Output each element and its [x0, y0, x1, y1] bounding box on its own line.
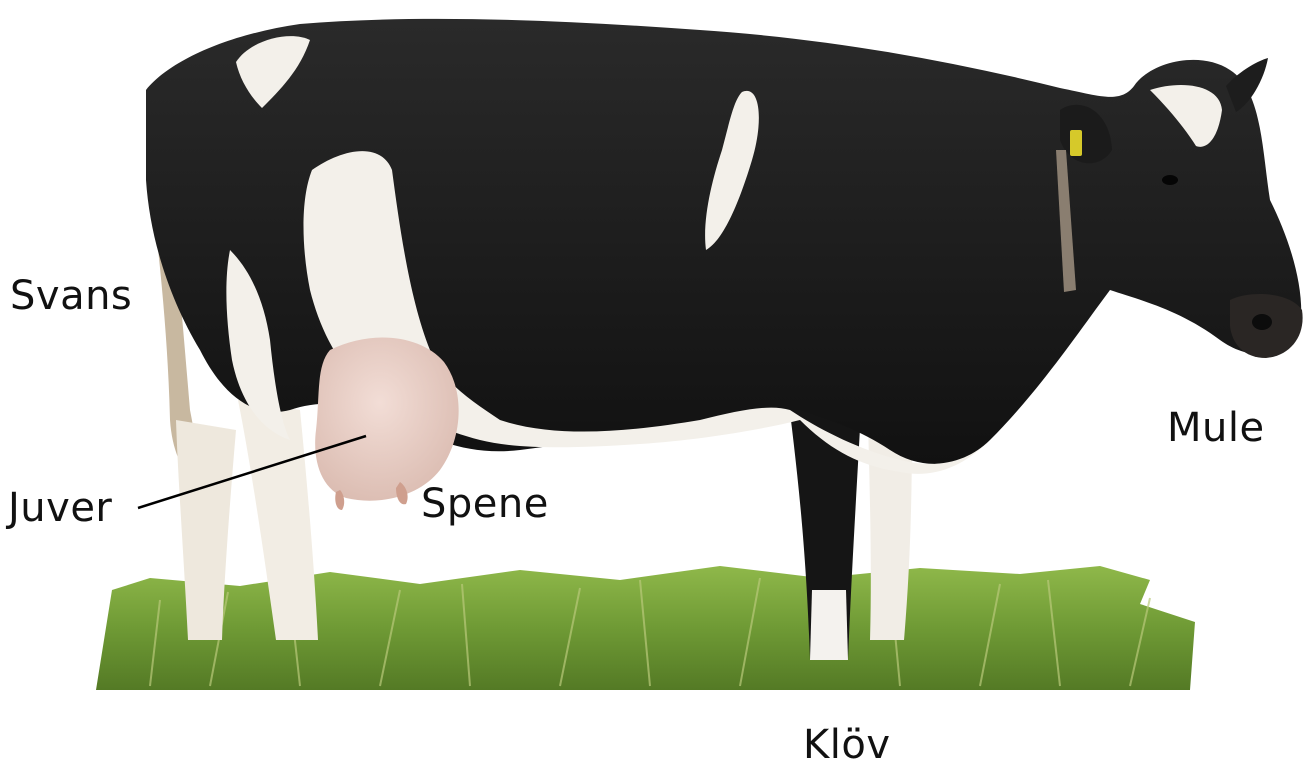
front-hoof-sock	[810, 590, 848, 660]
label-juver: Juver	[8, 488, 112, 528]
nostril	[1252, 314, 1272, 330]
grass	[96, 566, 1195, 690]
label-mule: Mule	[1167, 408, 1265, 448]
ear-tag	[1070, 130, 1082, 156]
label-spene: Spene	[421, 484, 549, 524]
label-klov: Klöv	[803, 725, 891, 765]
label-svans: Svans	[10, 276, 132, 316]
eye	[1162, 175, 1178, 185]
